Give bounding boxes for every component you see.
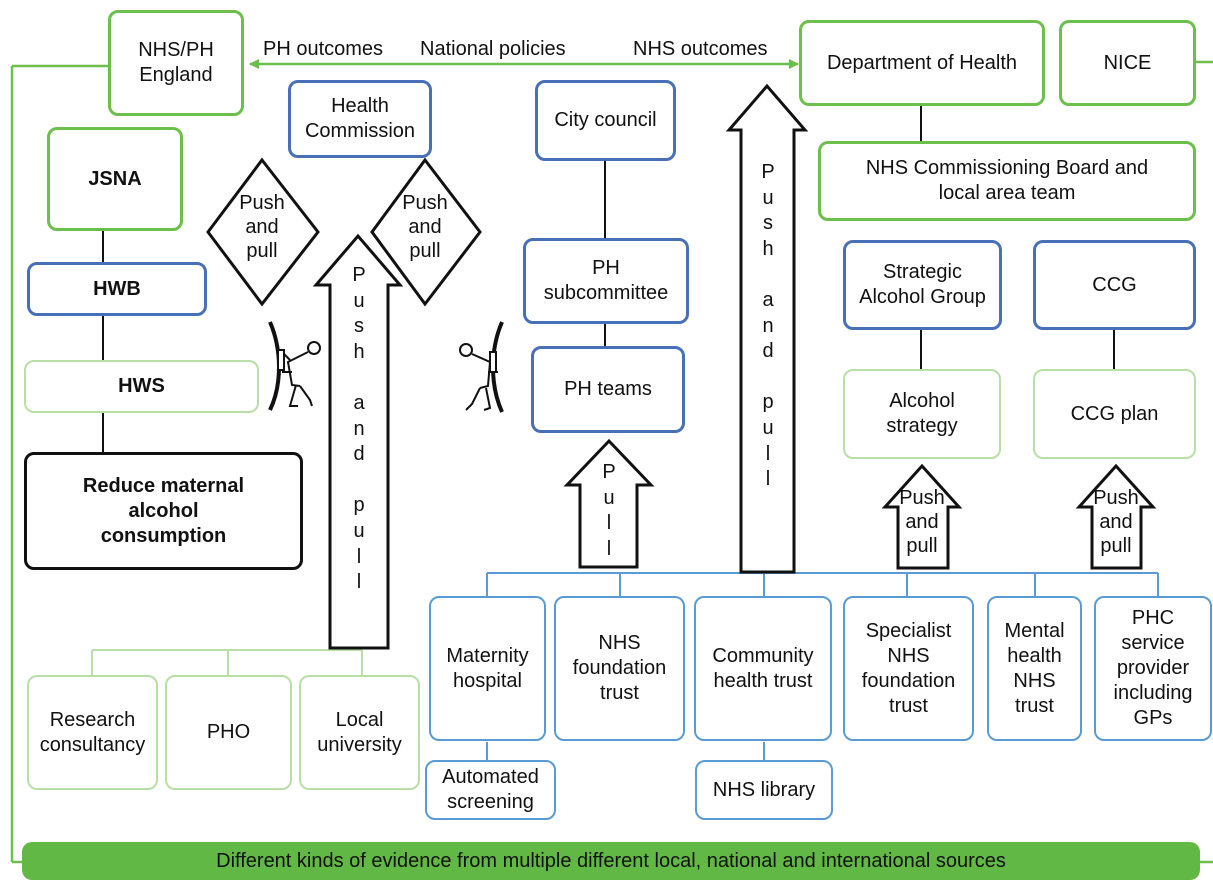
alcohol-strategy-box: Alcohol strategy bbox=[843, 369, 1001, 459]
ccg-box: CCG bbox=[1033, 240, 1196, 330]
research-tree-lines bbox=[91, 649, 363, 676]
push-pull-alcohol-label: Push and pull bbox=[899, 487, 945, 557]
nhs-outcomes-label: NHS outcomes bbox=[633, 38, 768, 60]
pull-arrow-label: P u l l bbox=[602, 461, 616, 560]
push-pull-arrow-big-label: P u s h a n d p u l l bbox=[761, 161, 775, 491]
nhs-foundation-trust-box: NHS foundation trust bbox=[554, 596, 685, 741]
automated-screening-box: Automated screening bbox=[425, 760, 556, 820]
nhs-ph-england-box: NHS/PH England bbox=[108, 10, 244, 116]
ph-teams-box: PH teams bbox=[531, 346, 685, 433]
jsna-box: JSNA bbox=[47, 127, 183, 231]
local-university-box: Local university bbox=[299, 675, 420, 790]
pushing-figure-icon bbox=[268, 321, 321, 411]
ph-subcommittee-box: PH subcommittee bbox=[523, 238, 689, 324]
push-pull-diamond-right-label: Push and pull bbox=[402, 192, 448, 262]
hierarchy-lines bbox=[102, 106, 1115, 453]
city-council-box: City council bbox=[535, 80, 676, 161]
pushing-figure-icon-2 bbox=[459, 321, 504, 413]
nhs-library-box: NHS library bbox=[695, 760, 833, 820]
research-consultancy-box: Research consultancy bbox=[27, 675, 158, 790]
hws-box: HWS bbox=[24, 360, 259, 413]
specialist-nhs-foundation-trust-box: Specialist NHS foundation trust bbox=[843, 596, 974, 741]
department-of-health-box: Department of Health bbox=[799, 20, 1045, 106]
outer-frame-lines bbox=[10, 60, 1213, 864]
push-pull-arrow-left bbox=[312, 233, 404, 650]
maternity-hospital-box: Maternity hospital bbox=[429, 596, 546, 741]
strategic-alcohol-group-box: Strategic Alcohol Group bbox=[843, 240, 1002, 330]
ccg-plan-box: CCG plan bbox=[1033, 369, 1196, 459]
reduce-maternal-alcohol-box: Reduce maternal alcohol consumption bbox=[24, 452, 303, 570]
push-pull-diamond-left bbox=[206, 157, 320, 307]
push-pull-ccg-label: Push and pull bbox=[1093, 487, 1139, 557]
national-policies-label: National policies bbox=[420, 38, 566, 60]
push-pull-arrow-big bbox=[725, 83, 809, 574]
phc-service-provider-box: PHC service provider including GPs bbox=[1094, 596, 1212, 741]
mental-health-nhs-trust-box: Mental health NHS trust bbox=[987, 596, 1082, 741]
evidence-sources-bar: Different kinds of evidence from multipl… bbox=[22, 842, 1200, 880]
pho-box: PHO bbox=[165, 675, 292, 790]
push-pull-arrow-alcohol bbox=[881, 463, 963, 570]
ph-outcomes-label: PH outcomes bbox=[263, 38, 384, 60]
health-commission-box: Health Commission bbox=[288, 80, 432, 158]
push-pull-diamond-right bbox=[370, 157, 482, 307]
hwb-box: HWB bbox=[27, 262, 207, 316]
community-health-trust-box: Community health trust bbox=[694, 596, 832, 741]
push-pull-arrow-ccg bbox=[1075, 463, 1157, 570]
push-pull-arrow-left-label: P u s h a n d p u l l bbox=[352, 264, 366, 594]
pull-arrow-center bbox=[563, 438, 655, 569]
provider-tree-lines bbox=[486, 572, 1159, 760]
nice-box: NICE bbox=[1059, 20, 1196, 106]
nhs-commissioning-board-box: NHS Commissioning Board and local area t… bbox=[818, 141, 1196, 221]
push-pull-diamond-left-label: Push and pull bbox=[239, 192, 285, 262]
